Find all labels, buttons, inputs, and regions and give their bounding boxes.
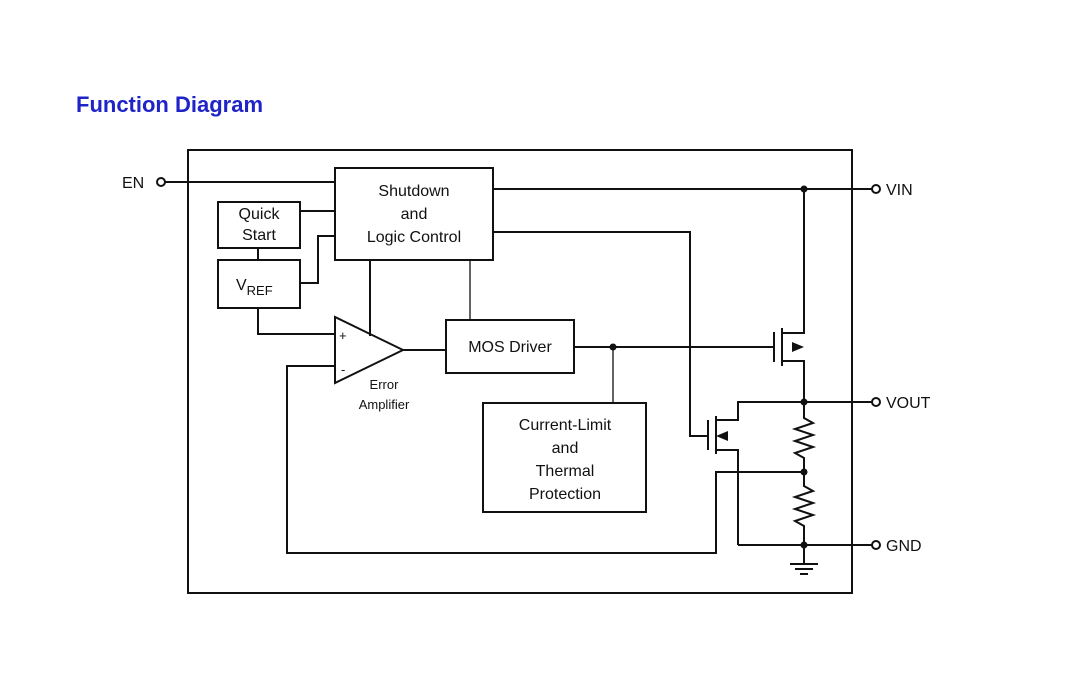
amp-minus: - [341,362,345,377]
junction-gnd [800,541,808,549]
amp-plus: + [339,328,347,343]
pmos-drain-wire [782,307,805,334]
mos-driver-label: MOS Driver [468,339,552,356]
pmos-source-wire [782,360,805,402]
shutdown-logic-block [334,167,494,261]
vout-terminal [871,397,881,407]
junction-vin [800,185,808,193]
current-limit-block [482,402,647,513]
pin-vin-label: VIN [886,182,913,199]
quick-start-line-2: Start [242,227,276,244]
shutdown-nmos-wire [493,231,708,437]
nmos-arrow [716,431,728,441]
junction-driver [609,343,617,351]
pmos-arrow [792,342,804,352]
feedback-wire [286,365,804,554]
nmos-source-wire [716,449,739,545]
pin-vout-label: VOUT [886,395,931,412]
vref-label: VREF [236,277,273,298]
error-amp-line-1: Error [370,377,400,392]
current-limit-line-3: Thermal [536,463,595,480]
junction-feedback [800,468,808,476]
junction-vout [800,398,808,406]
shutdown-line-3: Logic Control [367,229,461,246]
resistor-bottom [791,472,817,545]
shutdown-line-2: and [401,206,428,223]
en-terminal [156,177,166,187]
resistor-top [791,402,817,472]
current-limit-line-4: Protection [529,486,601,503]
shutdown-line-1: Shutdown [378,183,449,200]
pin-en-label: EN [122,175,144,192]
vref-plus-wire [257,308,335,335]
current-limit-line-1: Current-Limit [519,417,612,434]
vin-terminal [871,184,881,194]
vref-control-wire [300,235,335,284]
error-amp-line-2: Amplifier [359,397,410,412]
quick-start-line-1: Quick [239,206,281,223]
gnd-terminal [871,540,881,550]
current-limit-line-2: and [552,440,579,457]
nmos-drain-wire [716,401,804,421]
diagram-title: Function Diagram [76,92,264,117]
pin-gnd-label: GND [886,538,922,555]
ic-boundary [187,149,853,594]
